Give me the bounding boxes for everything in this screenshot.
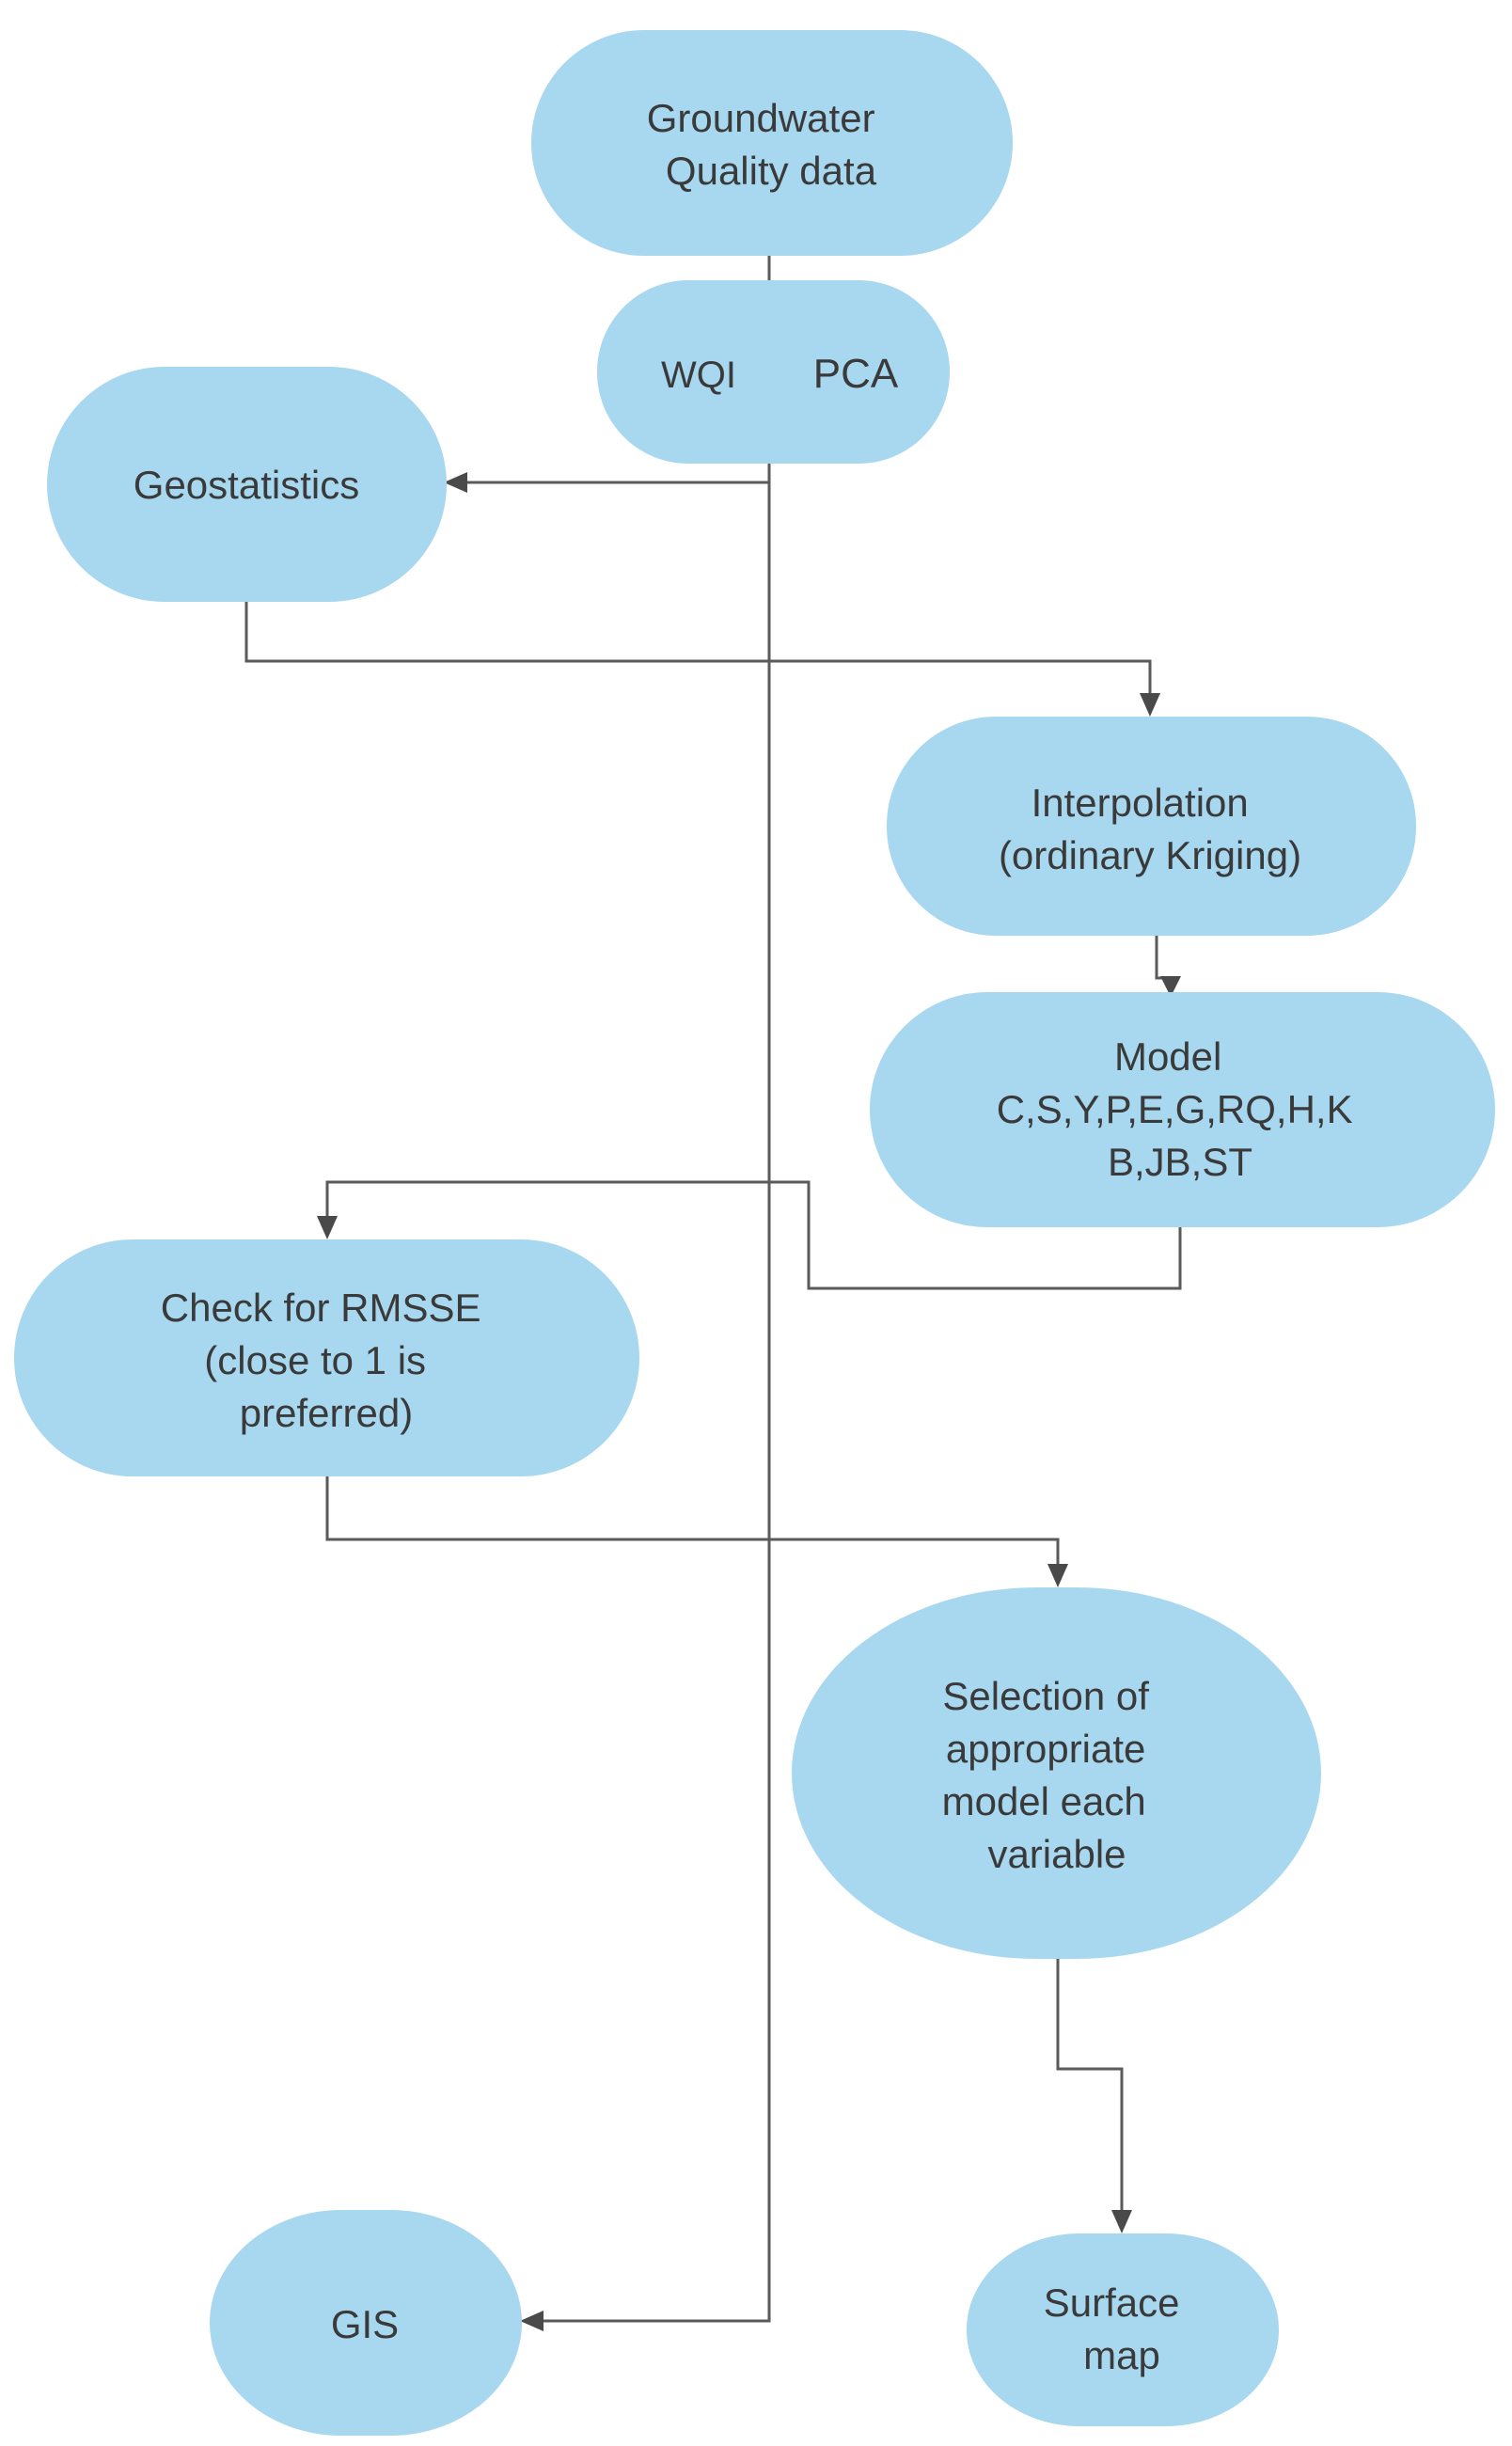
edge-trunk-to-gis — [541, 254, 771, 2323]
edge-interpolation-to-model — [1155, 936, 1169, 980]
edge-rmsse-to-selection — [325, 1476, 1060, 1566]
node-interpolation: Interpolation (ordinary Kriging) — [887, 717, 1416, 936]
rmsse-label-line3: preferred) — [240, 1391, 413, 1435]
pca-label: PCA — [813, 351, 899, 397]
node-wqi-pca: WQI PCA — [597, 280, 950, 464]
edge-model-to-rmsse — [325, 1180, 1182, 1290]
node-geostatistics: Geostatistics — [47, 367, 447, 602]
rmsse-label-line1: Check for RMSSE — [161, 1286, 481, 1330]
node-surface-map: Surface map — [967, 2233, 1279, 2426]
connectors — [244, 254, 1182, 2331]
selection-label-line1: Selection of — [942, 1674, 1149, 1718]
svg-text:Interpolation (ordinary: Interpolation (ordinary Kriging) — [999, 781, 1301, 877]
svg-text:Check for RMSSE (close t: Check for RMSSE (close to 1 is preferred… — [161, 1286, 492, 1435]
model-label-line3: B,JB,ST — [1108, 1140, 1252, 1184]
svg-text:Model C,S,Y,P,E,G,RQ,H,K: Model C,S,Y,P,E,G,RQ,H,K B,JB,ST — [997, 1034, 1364, 1184]
node-check-rmsse: Check for RMSSE (close to 1 is preferred… — [14, 1239, 639, 1476]
arrowhead-surface-map — [1111, 2210, 1132, 2233]
arrowhead-gis — [520, 2311, 543, 2331]
node-groundwater-quality-data: Groundwater Quality data — [531, 30, 1013, 256]
surface-map-label-line1: Surface — [1044, 2280, 1180, 2325]
groundwater-label-line1: Groundwater — [647, 96, 875, 140]
rmsse-label-line2: (close to 1 is — [204, 1338, 426, 1382]
node-model: Model C,S,Y,P,E,G,RQ,H,K B,JB,ST — [870, 992, 1495, 1227]
model-label-line1: Model — [1114, 1034, 1221, 1079]
arrowhead-geostatistics — [444, 472, 467, 493]
arrowhead-selection — [1047, 1564, 1068, 1587]
selection-label-line4: variable — [987, 1832, 1126, 1876]
svg-text:Surface map: Surface map — [1044, 2280, 1190, 2377]
interpolation-label-line2: (ordinary Kriging) — [999, 833, 1301, 877]
gis-label: GIS — [331, 2302, 399, 2346]
arrowhead-rmsse — [317, 1216, 338, 1239]
node-gis: GIS — [210, 2210, 522, 2436]
surface-map-label-line2: map — [1083, 2333, 1160, 2377]
svg-text:Selection of appropriate: Selection of appropriate model each vari… — [942, 1674, 1160, 1876]
edge-selection-to-surface-map — [1056, 1959, 1124, 2212]
groundwater-label-line2: Quality data — [666, 149, 877, 193]
model-label-line2: C,S,Y,P,E,G,RQ,H,K — [997, 1087, 1353, 1131]
selection-label-line3: model each — [942, 1779, 1146, 1823]
arrowhead-interpolation — [1140, 693, 1160, 717]
selection-label-line2: appropriate — [946, 1727, 1145, 1771]
edge-geostatistics-to-interpolation — [244, 600, 1152, 696]
geostatistics-label: Geostatistics — [134, 463, 359, 507]
svg-text:Groundwater Quality data: Groundwater Quality data — [647, 96, 886, 193]
node-selection: Selection of appropriate model each vari… — [792, 1587, 1321, 1959]
wqi-label: WQI — [661, 355, 736, 396]
arrowhead-model — [1160, 976, 1181, 997]
interpolation-label-line1: Interpolation — [1032, 781, 1249, 825]
